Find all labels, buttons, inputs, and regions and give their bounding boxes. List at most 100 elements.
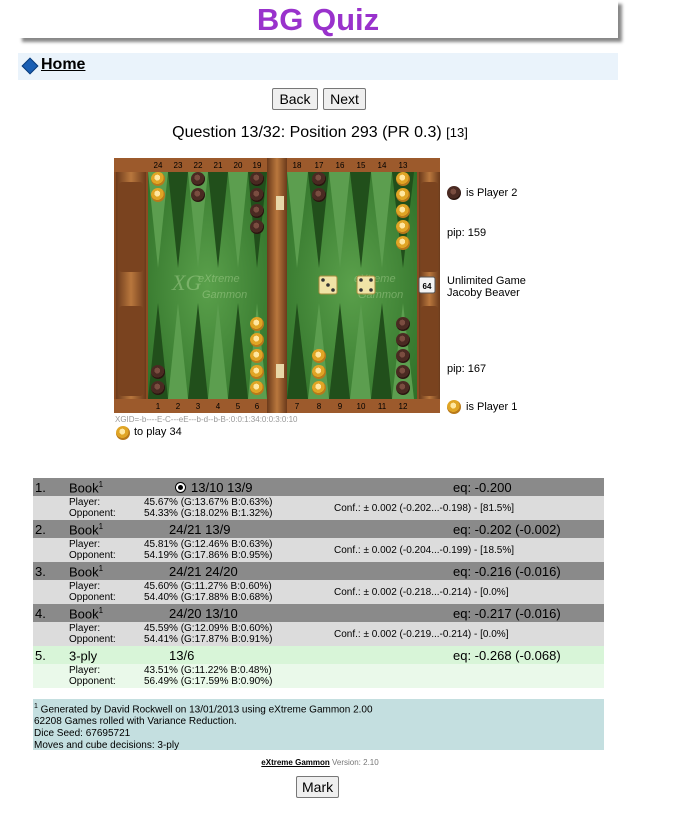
black-checker [250,204,264,218]
credit: eXtreme Gammon Version: 2.10 [0,758,640,767]
rule: Jacoby Beaver [447,287,520,299]
move-equity: eq: -0.202 (-0.002) [453,522,561,537]
home-link[interactable]: Home [41,56,86,73]
move-source: Book1 [69,522,104,538]
white-checker [396,220,410,234]
move-row-detail: Player:45.60% (G:11.27% B:0.60%)Opponent… [33,580,604,604]
player1-label: is Player 1 [466,401,518,413]
player-label: Player: [69,539,101,550]
white-checker [250,349,264,363]
opponent-label: Opponent: [69,508,116,519]
question-text: Question 13/32: Position 293 (PR 0.3) [172,124,442,141]
move-row-detail: Player: 45.81% (G:12.46% B:0.63%) Opponent… [33,538,604,562]
move-source: Book1 [69,564,104,580]
footer-line-4: Moves and cube decisions: 3-ply [34,740,180,752]
player-stats: 45.81% (G:12.46% B:0.63%) [144,539,273,550]
home-bar: Home [18,53,618,80]
move-source: 3-ply [69,648,98,664]
top-point-number: 13 [399,161,408,170]
confidence: Conf.: ± 0.002 (-0.219...-0.214) - [0.0%… [334,629,509,640]
opponent-stats: 56.49% (G:17.59% B:0.90%) [144,676,273,687]
black-checker [250,188,264,202]
svg-text:Gammon: Gammon [202,289,247,301]
pip-count-bottom: pip: 167 [447,363,487,375]
player-stats: 45.67% (G:13.67% B:0.63%) [144,497,273,508]
white-checker [312,381,326,395]
player-stats: 43.51% (G:11.22% B:0.48%) [144,665,272,676]
footer-line-2: 62208 Games rolled with Variance Reducti… [34,716,237,728]
player2-label: is Player 2 [466,187,518,199]
page-title: BG Quiz [256,2,380,37]
black-checker [396,317,410,331]
move-rank: 3. [35,564,46,579]
bottom-point-number: 5 [236,402,241,411]
player-stats: 45.59% (G:12.09% B:0.60%) [144,623,273,634]
top-point-number: 21 [214,161,223,170]
question-title: Question 13/32: Position 293 (PR 0.3) [1… [0,124,640,142]
top-point-number: 20 [234,161,243,170]
bottom-point-number: 2 [176,402,181,411]
bottom-point-number: 6 [255,402,260,411]
player1-checker-icon [447,400,461,414]
move-rank: 5. [35,648,46,663]
black-checker [396,381,410,395]
player-label: Player: [69,497,101,508]
selected-move-radio[interactable] [175,482,186,493]
black-checker [396,333,410,347]
white-checker [396,236,410,250]
top-point-number: 23 [174,161,183,170]
bottom-point-number: 9 [338,402,343,411]
next-button[interactable]: Next [323,88,366,110]
black-checker [312,188,326,202]
svg-text:64: 64 [423,282,432,291]
white-checker [250,365,264,379]
question-link[interactable]: [13] [446,125,468,140]
game-type: Unlimited Game [447,275,526,287]
move-text: 13/10 13/9 [191,480,253,495]
move-equity: eq: -0.268 (-0.068) [453,648,561,663]
player2-checker-icon [447,186,461,200]
credit-link[interactable]: eXtreme Gammon [261,758,330,767]
back-button[interactable]: Back [272,88,318,110]
white-checker [312,365,326,379]
bottom-point-number: 8 [317,402,322,411]
mark-button[interactable]: Mark [296,776,339,798]
bottom-point-number: 4 [216,402,221,411]
svg-text:eXtreme: eXtreme [198,273,240,285]
diamond-icon [21,57,39,75]
black-checker [151,381,165,395]
opponent-label: Opponent: [69,550,116,561]
pip-count-top: pip: 159 [447,227,487,239]
player-label: Player: [69,665,101,676]
top-point-number: 15 [357,161,366,170]
opponent-label: Opponent: [69,634,116,645]
player-label: Player: [69,623,101,634]
top-point-number: 22 [194,161,203,170]
top-point-number: 19 [253,161,262,170]
move-equity: eq: -0.217 (-0.016) [453,606,561,621]
move-rank: 1. [35,480,46,495]
top-point-number: 18 [293,161,302,170]
bottom-point-number: 11 [378,402,387,411]
move-rank: 4. [35,606,46,621]
move-text: 24/21 13/9 [169,522,231,537]
black-checker [312,172,326,186]
confidence: Conf.: ± 0.002 (-0.202...-0.198) - [81.5… [334,503,515,514]
svg-text:XG: XG [171,270,201,295]
doubling-cube: 64 [418,276,436,294]
die-3 [318,275,338,295]
bottom-point-number: 10 [357,402,366,411]
header: BG Quiz [18,0,618,38]
analysis-footer: 1 Generated by David Rockwell on 13/01/2… [33,699,604,752]
opponent-stats: 54.40% (G:17.88% B:0.68%) [144,592,273,603]
player-label: Player: [69,581,101,592]
to-play-checker-icon [116,426,130,440]
top-point-number: 16 [336,161,345,170]
top-point-number: 17 [315,161,324,170]
black-checker [250,220,264,234]
white-checker [312,349,326,363]
move-source: Book1 [69,480,104,496]
